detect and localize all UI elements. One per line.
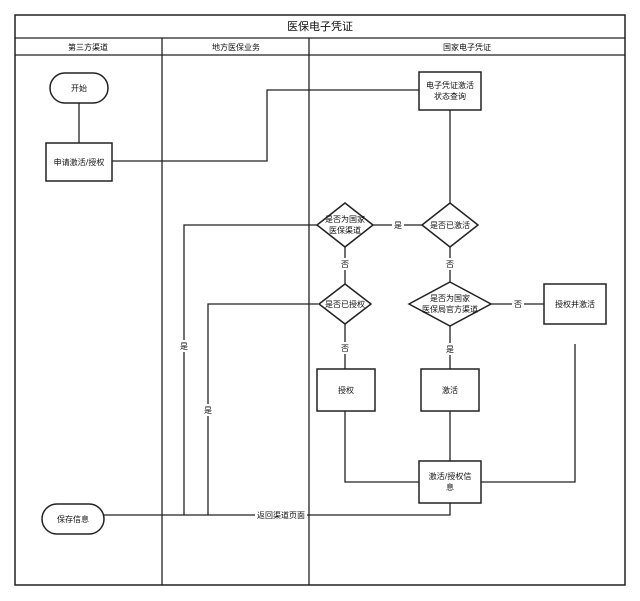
node-authorize: 授权 <box>316 368 376 412</box>
edge-authorize-info <box>344 411 419 483</box>
edge-labels: 是 否 否 是 否 是 否 是 返回渠道页面 <box>178 219 524 521</box>
node-auth-and-activate: 授权并激活 <box>543 283 607 325</box>
process-shape <box>543 283 607 325</box>
node-is-activated-label: 是否已激活 <box>430 220 470 230</box>
node-status-query-line-2: 状态查询 <box>434 91 466 101</box>
node-activate-label: 激活 <box>442 385 458 395</box>
process-shape <box>316 368 376 412</box>
lane-header-third-party: 第三方渠道 <box>68 42 108 52</box>
process-shape <box>418 460 482 504</box>
node-status-query-line-1: 电子凭证激活 <box>426 80 474 90</box>
node-activation-info-line-2: 息 <box>446 482 454 492</box>
edge-national-yes <box>183 224 318 515</box>
node-start-label: 开始 <box>71 83 87 93</box>
node-is-bureau-channel: 是否为国家 医保局官方渠道 <box>407 281 493 327</box>
label-yes-activated: 是 <box>394 221 402 230</box>
label-yes-authorized: 是 <box>204 406 212 415</box>
node-start: 开始 <box>49 72 109 104</box>
edge-authactivate-info <box>481 344 576 483</box>
process-shape <box>45 142 113 182</box>
node-is-activated: 是否已激活 <box>420 202 480 248</box>
process-shape <box>418 71 482 111</box>
diagram-frame <box>14 14 626 586</box>
node-is-authorized-label: 是否已授权 <box>325 299 365 309</box>
node-apply-label: 申请激活/授权 <box>54 157 105 167</box>
node-is-bureau-line-2: 医保局官方渠道 <box>422 304 478 314</box>
node-authorize-label: 授权 <box>338 385 354 395</box>
terminal-shape <box>41 503 105 535</box>
node-is-national-channel: 是否为国家 医保渠道 <box>315 202 375 248</box>
edge-authorized-yes <box>207 303 318 515</box>
node-is-bureau-line-1: 是否为国家 <box>430 293 470 303</box>
node-is-national-line-2: 医保渠道 <box>329 225 361 235</box>
node-activate: 激活 <box>420 368 480 412</box>
decision-shape <box>420 202 480 248</box>
label-no-bureau: 否 <box>514 300 522 309</box>
node-save-info: 保存信息 <box>41 503 105 535</box>
diagram-title: 医保电子凭证 <box>287 19 353 33</box>
node-activation-info: 激活/授权信 息 <box>418 460 482 504</box>
node-status-query: 电子凭证激活 状态查询 <box>418 71 482 111</box>
label-yes-national: 是 <box>180 342 188 351</box>
edge-apply-query <box>112 89 419 162</box>
node-is-national-line-1: 是否为国家 <box>325 214 365 224</box>
node-activation-info-line-1: 激活/授权信 <box>429 471 472 481</box>
decision-shape <box>317 283 373 325</box>
label-return-page: 返回渠道页面 <box>257 510 305 520</box>
lane-header-local-insurance: 地方医保业务 <box>212 42 260 52</box>
node-save-info-label: 保存信息 <box>57 514 89 524</box>
decision-shape <box>407 281 493 327</box>
node-apply: 申请激活/授权 <box>45 142 113 182</box>
label-yes-bureau: 是 <box>446 345 454 354</box>
label-no-national: 否 <box>341 260 349 269</box>
label-no-activated: 否 <box>446 260 454 269</box>
lane-header-national-voucher: 国家电子凭证 <box>443 42 491 52</box>
label-no-authorized: 否 <box>341 344 349 353</box>
decision-shape <box>315 202 375 248</box>
node-is-authorized: 是否已授权 <box>317 283 373 325</box>
edge-info-save <box>104 503 451 516</box>
terminal-shape <box>49 72 109 104</box>
node-auth-and-activate-label: 授权并激活 <box>555 299 595 309</box>
process-shape <box>420 368 480 412</box>
